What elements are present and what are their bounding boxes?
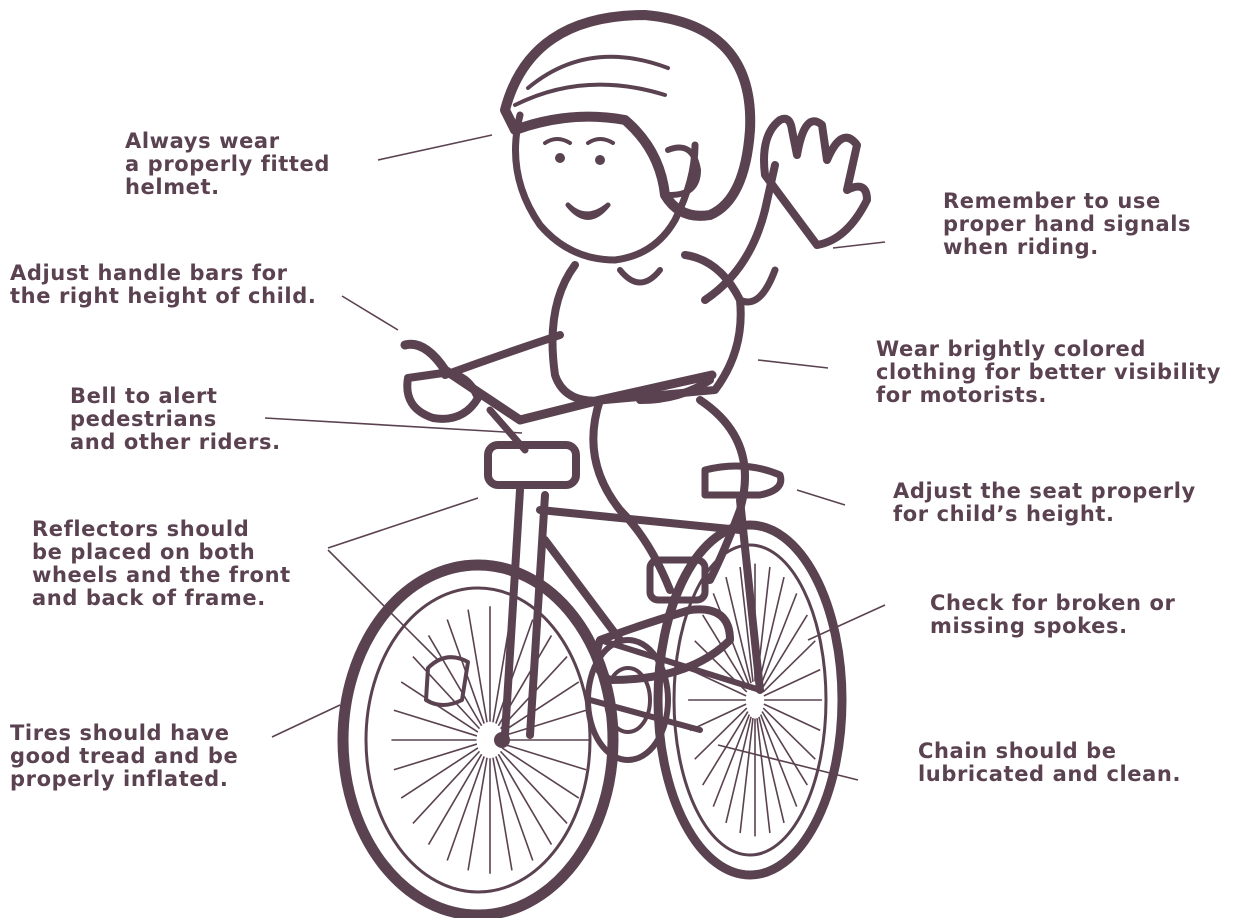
wheel-spoke [498, 754, 551, 844]
handle-bars-leader [342, 296, 398, 330]
spokes-callout: Check for broken or missing spokes. [930, 592, 1175, 638]
reflectors-callout: Reflectors should be placed on both whee… [32, 518, 291, 610]
tires-leader [272, 705, 340, 737]
clothing-callout: Wear brightly colored clothing for bette… [876, 338, 1221, 407]
wheel-spoke [501, 751, 568, 823]
wheel-spoke [413, 657, 480, 729]
reflectors-leader-bottom [328, 550, 438, 660]
spokes-leader [808, 605, 885, 640]
hand-signals-callout: Remember to use proper hand signals when… [943, 190, 1191, 259]
bell-leader [265, 418, 522, 433]
front-wheel-spokes [391, 606, 588, 874]
front-wheel [343, 565, 613, 915]
seat-callout: Adjust the seat properly for child’s hei… [893, 480, 1196, 526]
bell-callout: Bell to alert pedestrians and other ride… [70, 385, 281, 454]
helmet-callout: Always wear a properly fitted helmet. [125, 130, 330, 199]
seat-leader [797, 490, 845, 505]
reflectors-leader-top [328, 498, 478, 548]
hand-signals-leader [833, 242, 885, 248]
front-reflector [426, 657, 468, 705]
wheel-spoke [413, 751, 480, 823]
helmet-leader [378, 135, 492, 160]
tires-callout: Tires should have good tread and be prop… [10, 722, 238, 791]
wheel-spoke [429, 754, 482, 844]
handle-bars-callout: Adjust handle bars for the right height … [10, 262, 316, 308]
chain-callout: Chain should be lubricated and clean. [918, 740, 1181, 786]
clothing-leader [758, 360, 828, 368]
wheel-spoke [429, 635, 482, 725]
